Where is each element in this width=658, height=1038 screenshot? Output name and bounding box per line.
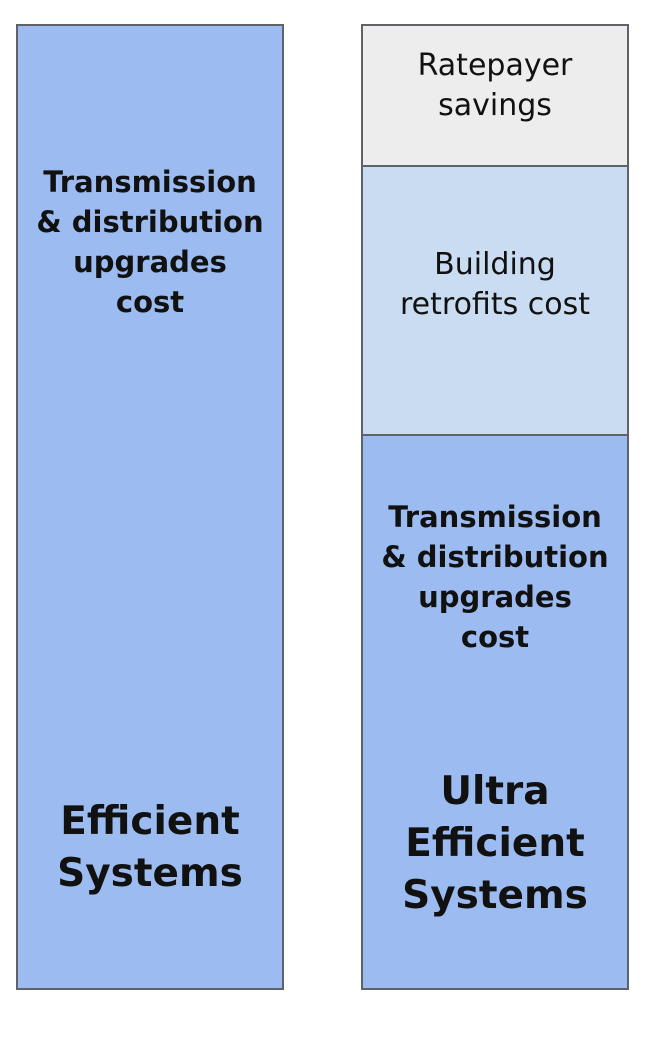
- efficient-systems-bar: Transmission & distribution upgrades cos…: [16, 24, 284, 990]
- efficient-systems-title: Efficient Systems: [57, 799, 243, 896]
- ratepayer-savings-segment: Ratepayer savings: [361, 24, 629, 167]
- ratepayer-savings-label: Ratepayer savings: [417, 48, 573, 123]
- building-retrofits-label: Building retrofits cost: [400, 247, 590, 322]
- building-retrofits-segment: Building retrofits cost: [361, 165, 629, 436]
- right-td-upgrades-label: Transmission & distribution upgrades cos…: [381, 500, 609, 654]
- left-td-upgrades-label: Transmission & distribution upgrades cos…: [36, 165, 264, 319]
- ultra-efficient-systems-bar: Transmission & distribution upgrades cos…: [361, 434, 629, 990]
- ultra-efficient-systems-title: Ultra Efficient Systems: [402, 769, 588, 918]
